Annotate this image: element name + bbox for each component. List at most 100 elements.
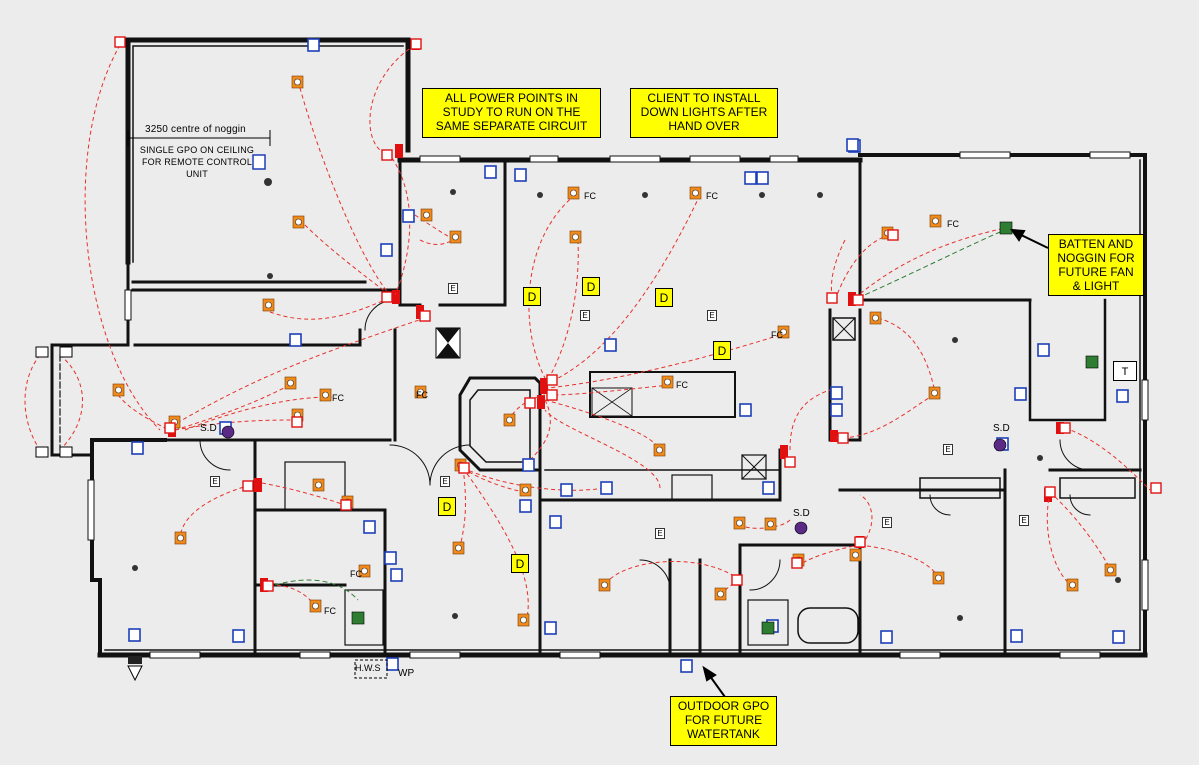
- power-point-icon: [1059, 422, 1071, 434]
- fan-icon: [1085, 355, 1099, 369]
- light-outlet-icon: [764, 517, 777, 531]
- power-point-icon: [262, 580, 274, 592]
- power-point-icon: [381, 149, 393, 161]
- external-light-icon: [59, 346, 73, 358]
- windows: [87, 151, 1149, 659]
- light-outlet-icon: [929, 214, 942, 228]
- switch-icon: [390, 568, 403, 582]
- switch-icon: [830, 403, 843, 417]
- power-point-icon: [1044, 486, 1056, 498]
- light-outlet-icon: [567, 186, 580, 200]
- e-marker: E: [655, 528, 665, 539]
- power-point-icon: [731, 574, 743, 586]
- e-marker: E: [580, 310, 590, 321]
- hws-label: H.W.S: [355, 663, 381, 673]
- fan-icon: [351, 611, 365, 625]
- fan-circuit-label: FC: [584, 191, 596, 201]
- d-marker: D: [713, 341, 731, 360]
- switch-icon: [756, 171, 769, 185]
- switch-icon: [1037, 343, 1050, 357]
- switch-icon: [1014, 387, 1027, 401]
- switch-icon: [386, 657, 399, 671]
- power-point-icon: [410, 38, 422, 50]
- light-outlet-icon: [598, 578, 611, 592]
- d-marker: D: [582, 277, 600, 296]
- note-study-power: ALL POWER POINTS IN STUDY TO RUN ON THE …: [422, 88, 601, 138]
- switch-icon: [1010, 629, 1023, 643]
- switch-icon: [604, 338, 617, 352]
- wp-label: WP: [398, 668, 415, 679]
- switch-icon: [380, 243, 393, 257]
- power-point-icon: [837, 432, 849, 444]
- switch-icon: [762, 481, 775, 495]
- smoke-detector-icon: [794, 521, 808, 535]
- e-marker: E: [1019, 515, 1029, 526]
- switch-icon: [384, 551, 397, 565]
- light-outlet-icon: [284, 376, 297, 390]
- power-point-icon: [164, 422, 176, 434]
- power-point-icon: [340, 499, 352, 511]
- power-point-icon: [546, 389, 558, 401]
- note-downlights: CLIENT TO INSTALL DOWN LIGHTS AFTER HAND…: [630, 88, 778, 138]
- power-point-icon: [826, 292, 838, 304]
- stair-symbol: [435, 327, 461, 359]
- switch-icon: [680, 659, 693, 673]
- light-outlet-icon: [928, 386, 941, 400]
- light-outlet-icon: [449, 230, 462, 244]
- external-light-icon: [35, 446, 49, 458]
- light-outlet-icon: [414, 385, 427, 399]
- smoke-detector-icon: [221, 425, 235, 439]
- switch-icon: [549, 515, 562, 529]
- light-outlet-icon: [1066, 578, 1079, 592]
- power-point-icon: [887, 229, 899, 241]
- switch-icon: [846, 138, 859, 152]
- fan-icon: [999, 221, 1013, 235]
- switch-icon: [1112, 630, 1125, 644]
- power-point-icon: [458, 462, 470, 474]
- e-marker: E: [448, 283, 458, 294]
- fan-circuit-label: FC: [332, 393, 344, 403]
- garage-dimension-line: [127, 130, 271, 146]
- light-outlet-icon: [689, 186, 702, 200]
- e-marker: E: [943, 444, 953, 455]
- light-outlet-icon: [112, 383, 125, 397]
- switch-icon: [514, 168, 527, 182]
- d-marker: D: [523, 287, 541, 306]
- light-outlet-icon: [291, 75, 304, 89]
- fan-circuit-label: FC: [771, 330, 783, 340]
- power-point-icon: [854, 536, 866, 548]
- light-outlet-icon: [519, 483, 532, 497]
- switch-icon: [544, 621, 557, 635]
- power-point-icon: [242, 480, 254, 492]
- light-outlet-icon: [932, 571, 945, 585]
- switch-icon: [522, 458, 535, 472]
- light-outlet-icon: [292, 215, 305, 229]
- power-point-icon: [114, 36, 126, 48]
- power-point-icon: [524, 397, 536, 409]
- garage-gpo-note: SINGLE GPO ON CEILING FOR REMOTE CONTROL…: [139, 145, 255, 179]
- light-outlet-icon: [653, 443, 666, 457]
- switch-icon: [289, 333, 302, 347]
- switch-icon: [739, 403, 752, 417]
- light-outlet-icon: [452, 541, 465, 555]
- switch-icon: [744, 171, 757, 185]
- power-point-icon: [784, 456, 796, 468]
- switch-icon: [402, 209, 415, 223]
- switch-icon: [1116, 389, 1129, 403]
- downlight-dots: [132, 189, 1121, 621]
- fan-circuit-label: FC: [706, 191, 718, 201]
- hws-outline: [354, 659, 388, 679]
- light-outlet-icon: [420, 208, 433, 222]
- e-marker: E: [882, 517, 892, 528]
- fan-icon: [761, 621, 775, 635]
- fan-circuit-line: [274, 579, 359, 601]
- power-point-icon: [852, 294, 864, 306]
- power-point-icon: [381, 291, 393, 303]
- power-point-icon: [546, 374, 558, 386]
- fan-circuit-label: FC: [350, 569, 362, 579]
- light-outlet-icon: [569, 230, 582, 244]
- d-marker: D: [655, 288, 673, 307]
- note-outdoor-gpo: OUTDOOR GPO FOR FUTURE WATERTANK: [670, 696, 777, 746]
- fan-circuit-label: FC: [947, 219, 959, 229]
- switch-icon: [128, 628, 141, 642]
